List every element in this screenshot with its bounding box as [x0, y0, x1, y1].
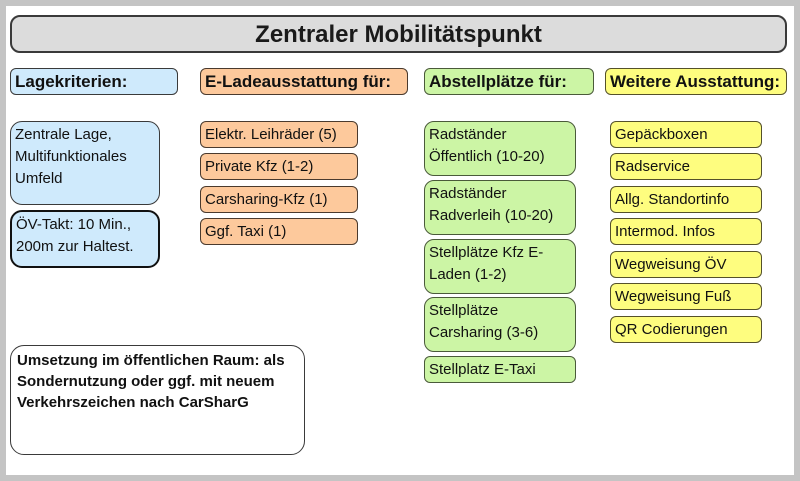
- weitere-item-standortinfo: Allg. Standortinfo: [610, 186, 762, 213]
- lage-item-zentrale-lage: Zentrale Lage, Multifunktionales Umfeld: [10, 121, 160, 205]
- header-abstellplaetze: Abstellplätze für:: [424, 68, 594, 95]
- abstell-item-stellplaetze-kfz-e-laden: Stellplätze Kfz E-Laden (1-2): [424, 239, 576, 294]
- weitere-item-qr-codierungen: QR Codierungen: [610, 316, 762, 343]
- weitere-item-wegweisung-fuss: Wegweisung Fuß: [610, 283, 762, 310]
- abstell-item-radstaender-oeffentlich: Radständer Öffentlich (10-20): [424, 121, 576, 176]
- e-lade-item-taxi: Ggf. Taxi (1): [200, 218, 358, 245]
- e-lade-item-carsharing-kfz: Carsharing-Kfz (1): [200, 186, 358, 213]
- abstell-item-radstaender-radverleih: Radständer Radverleih (10-20): [424, 180, 576, 235]
- header-e-ladeausstattung: E-Ladeausstattung für:: [200, 68, 408, 95]
- header-weitere-ausstattung: Weitere Ausstattung:: [605, 68, 787, 95]
- abstell-item-stellplaetze-carsharing: Stellplätze Carsharing (3-6): [424, 297, 576, 352]
- e-lade-item-private-kfz: Private Kfz (1-2): [200, 153, 358, 180]
- lage-item-oev-takt: ÖV-Takt: 10 Min., 200m zur Haltest.: [10, 210, 160, 268]
- diagram-title: Zentraler Mobilitätspunkt: [10, 15, 787, 53]
- weitere-item-gepaeckboxen: Gepäckboxen: [610, 121, 762, 148]
- weitere-item-radservice: Radservice: [610, 153, 762, 180]
- abstell-item-stellplatz-e-taxi: Stellplatz E-Taxi: [424, 356, 576, 383]
- weitere-item-intermod-infos: Intermod. Infos: [610, 218, 762, 245]
- header-lagekriterien: Lagekriterien:: [10, 68, 178, 95]
- umsetzung-note: Umsetzung im öffentlichen Raum: als Sond…: [10, 345, 305, 455]
- e-lade-item-leihraeder: Elektr. Leihräder (5): [200, 121, 358, 148]
- weitere-item-wegweisung-oev: Wegweisung ÖV: [610, 251, 762, 278]
